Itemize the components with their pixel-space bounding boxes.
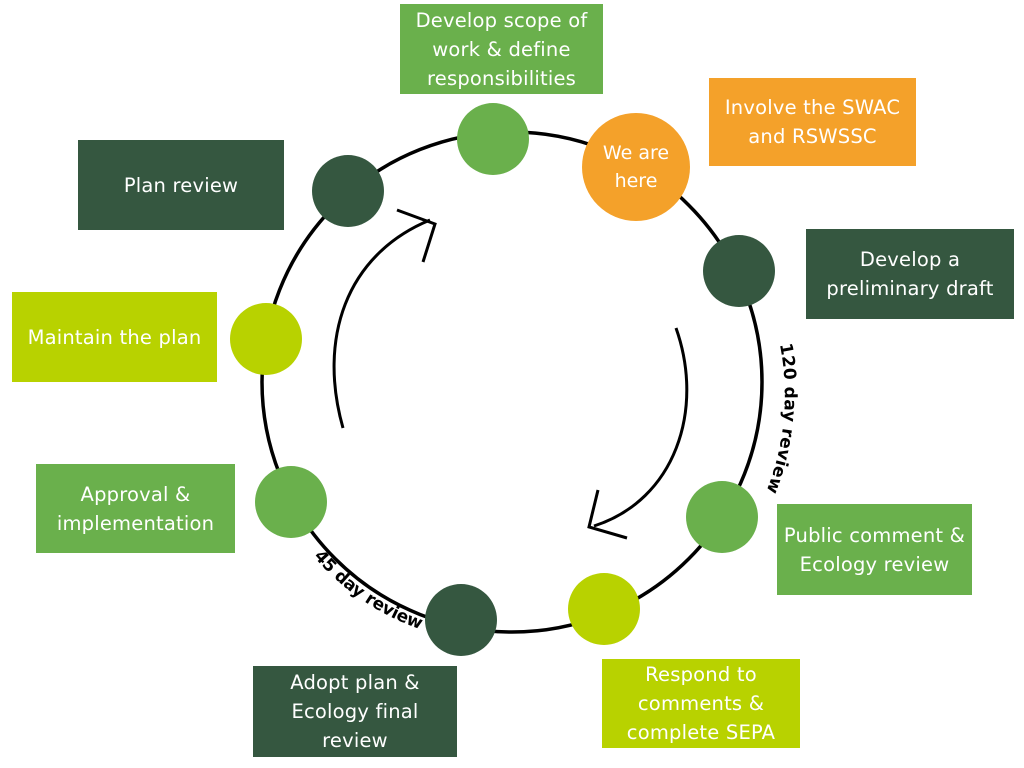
arrowhead-left (396, 208, 437, 263)
step-node-maintain (230, 303, 302, 375)
clockwise-arrow-left (332, 218, 431, 429)
clockwise-arrow-right (593, 327, 689, 528)
step-node-plan-review (312, 155, 384, 227)
step-box-plan-review: Plan review (78, 140, 284, 230)
step-node-draft (703, 235, 775, 307)
step-node-scope (457, 103, 529, 175)
svg-text:45 day review: 45 day review (310, 546, 426, 634)
step-box-preliminary-draft: Develop a preliminary draft (806, 229, 1014, 319)
step-box-scope: Develop scope of work & define responsib… (400, 4, 603, 94)
step-box-approval: Approval & implementation (36, 464, 235, 553)
step-box-respond: Respond to comments & complete SEPA (602, 659, 800, 748)
step-node-public-comment (686, 481, 758, 553)
step-box-maintain: Maintain the plan (12, 292, 217, 382)
step-node-approval (255, 466, 327, 538)
step-box-involve-committees: Involve the SWAC and RSWSSC (709, 78, 916, 166)
review-label-45: 45 day review (310, 546, 426, 634)
we-are-here-label: We are here (602, 142, 670, 192)
step-node-current (582, 113, 690, 221)
svg-text:120 day review: 120 day review (762, 342, 800, 497)
review-label-120: 120 day review (762, 342, 800, 497)
step-box-public-comment: Public comment & Ecology review (777, 504, 972, 595)
step-box-adopt: Adopt plan & Ecology final review (253, 666, 457, 757)
step-node-respond (568, 573, 640, 645)
arrowhead-right (587, 489, 628, 540)
step-node-adopt (425, 584, 497, 656)
